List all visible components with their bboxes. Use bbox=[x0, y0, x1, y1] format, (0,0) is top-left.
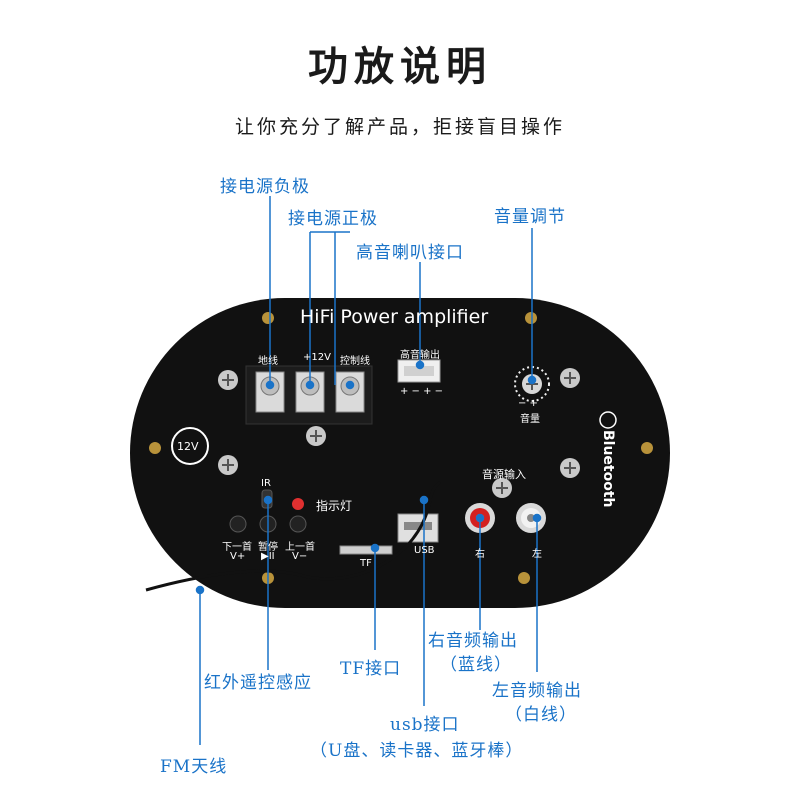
callout-neg-power: 接电源负极 bbox=[220, 177, 310, 197]
callout-tf: TF接口 bbox=[340, 659, 402, 679]
bluetooth-icon bbox=[599, 411, 617, 429]
ir-label: IR bbox=[261, 478, 271, 489]
control-buttons bbox=[229, 515, 307, 533]
page-title: 功放说明 bbox=[308, 43, 492, 90]
terminal-control bbox=[335, 371, 365, 413]
callout-left-out-wire: （白线） bbox=[505, 705, 577, 725]
tf-label: TF bbox=[360, 558, 372, 569]
volume-signs: − + bbox=[518, 398, 538, 409]
callout-pos-power: 接电源正极 bbox=[288, 209, 378, 229]
callout-volume: 音量调节 bbox=[494, 207, 566, 227]
terminal-label-12v: +12V bbox=[303, 352, 331, 363]
callout-tweeter: 高音喇叭接口 bbox=[356, 243, 464, 263]
callout-left-out: 左音频输出 bbox=[492, 681, 582, 701]
screws bbox=[218, 368, 580, 498]
callout-lines bbox=[195, 196, 542, 745]
callout-right-out-wire: （蓝线） bbox=[440, 655, 512, 675]
tweeter-connector bbox=[397, 359, 441, 383]
voltage-badge-label: 12V bbox=[177, 440, 199, 453]
indicator-label: 指示灯 bbox=[316, 499, 353, 513]
tweeter-label: 高音输出 bbox=[400, 350, 440, 361]
callout-fm: FM天线 bbox=[160, 757, 228, 777]
brand-label: HiFi Power amplifier bbox=[300, 306, 489, 328]
button-prev-sub: V− bbox=[292, 551, 308, 562]
button-pause-sub: ▶II bbox=[261, 551, 275, 562]
page-subtitle: 让你充分了解产品，拒接盲目操作 bbox=[234, 116, 565, 138]
audio-input-label: 音源输入 bbox=[482, 468, 526, 481]
fm-antenna-wire bbox=[145, 480, 441, 592]
amplifier-board bbox=[130, 298, 670, 608]
tweeter-signs: + − + − bbox=[400, 386, 444, 397]
button-next-sub: V+ bbox=[230, 551, 246, 562]
button-pause-label: 暂停 bbox=[258, 542, 278, 553]
callout-right-out: 右音频输出 bbox=[428, 631, 518, 651]
power-terminal-block bbox=[245, 365, 373, 425]
usb-port bbox=[397, 513, 439, 543]
terminal-label-ground: 地线 bbox=[258, 356, 278, 367]
bluetooth-label: Bluetooth bbox=[600, 430, 616, 508]
button-next-label: 下一首 bbox=[222, 542, 252, 553]
rca-left-label: 左 bbox=[532, 549, 542, 560]
rca-left-jack bbox=[516, 503, 546, 533]
callout-ir: 红外遥控感应 bbox=[204, 673, 312, 693]
mounting-holes bbox=[149, 312, 653, 584]
voltage-badge bbox=[171, 427, 209, 465]
callout-usb: usb接口 bbox=[390, 715, 460, 735]
volume-label: 音量 bbox=[520, 414, 540, 425]
button-prev-label: 上一首 bbox=[285, 542, 315, 553]
tf-slot bbox=[339, 545, 393, 555]
callout-usb-devices: （U盘、读卡器、蓝牙棒） bbox=[310, 741, 524, 761]
indicator-led bbox=[292, 498, 304, 510]
terminal-label-control: 控制线 bbox=[340, 356, 370, 367]
usb-label: USB bbox=[414, 545, 435, 556]
rca-right-label: 右 bbox=[475, 549, 485, 560]
